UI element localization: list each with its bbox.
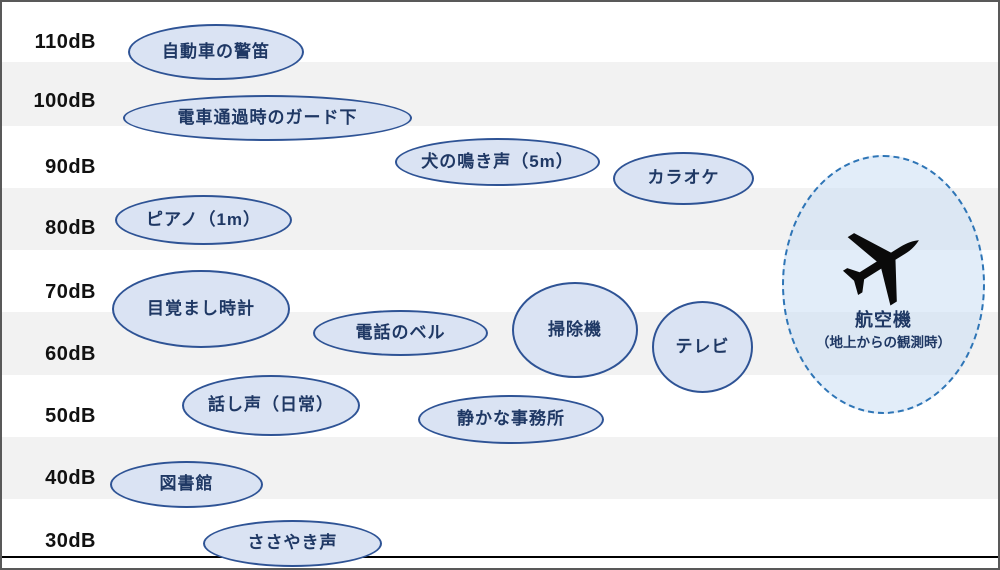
- bubble-car-horn-label: 自動車の警笛: [162, 41, 270, 61]
- bubble-train-underpass: 電車通過時のガード下: [123, 95, 412, 141]
- bubble-vacuum-cleaner-label: 掃除機: [548, 319, 602, 339]
- bubble-library-label: 図書館: [159, 474, 214, 494]
- ytick-90db: 90dB: [45, 156, 96, 178]
- bubble-train-underpass-label: 電車通過時のガード下: [177, 107, 358, 127]
- ytick-40db: 40dB: [45, 467, 96, 489]
- x-axis-baseline: [2, 556, 998, 558]
- bubble-alarm-clock-label: 目覚まし時計: [147, 298, 255, 318]
- ytick-110db: 110dB: [34, 31, 96, 53]
- bubble-tv: テレビ: [652, 301, 753, 393]
- ytick-70db: 70dB: [45, 281, 96, 303]
- bubble-whisper-label: ささやき声: [247, 533, 338, 553]
- bubble-dog-bark: 犬の鳴き声（5m）: [395, 138, 600, 186]
- bubble-aircraft-sublabel: （地上からの観測時）: [816, 335, 951, 351]
- ytick-80db: 80dB: [45, 217, 96, 239]
- bubble-aircraft-label: 航空機: [855, 309, 912, 330]
- bubble-quiet-office-label: 静かな事務所: [457, 409, 565, 429]
- bubble-phone-bell: 電話のベル: [313, 310, 488, 356]
- bubble-alarm-clock: 目覚まし時計: [112, 270, 290, 348]
- ytick-30db: 30dB: [45, 530, 96, 552]
- bubble-talking-voice: 話し声（日常）: [182, 375, 360, 436]
- bubble-karaoke-label: カラオケ: [647, 168, 720, 188]
- bubble-quiet-office: 静かな事務所: [418, 395, 604, 444]
- bubble-library: 図書館: [110, 461, 263, 508]
- bubble-car-horn: 自動車の警笛: [128, 24, 304, 80]
- ytick-60db: 60dB: [45, 343, 96, 365]
- bubble-piano: ピアノ（1m）: [115, 195, 292, 245]
- bubble-talking-voice-label: 話し声（日常）: [208, 395, 334, 415]
- bubble-phone-bell-label: 電話のベル: [355, 322, 446, 342]
- ytick-50db: 50dB: [45, 405, 96, 427]
- bubble-dog-bark-label: 犬の鳴き声（5m）: [421, 151, 574, 171]
- airplane-icon: [842, 232, 919, 306]
- bubble-vacuum-cleaner: 掃除機: [512, 282, 638, 378]
- bubble-tv-label: テレビ: [675, 336, 730, 356]
- bubble-aircraft: 航空機 （地上からの観測時）: [782, 155, 985, 414]
- bubble-whisper: ささやき声: [203, 520, 382, 567]
- bubble-piano-label: ピアノ（1m）: [145, 209, 262, 229]
- bubble-karaoke: カラオケ: [613, 152, 754, 205]
- ytick-100db: 100dB: [33, 90, 96, 112]
